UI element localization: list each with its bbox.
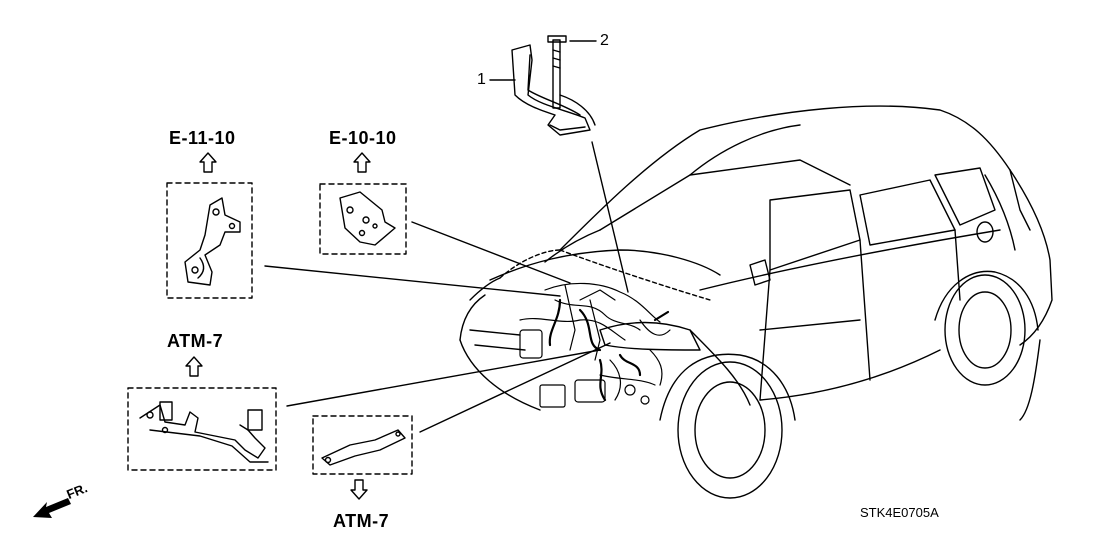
inset-box-atm-7-bottom (312, 415, 413, 475)
inset-box-e-11-10 (166, 182, 253, 299)
callout-part-1: 1 (477, 71, 486, 88)
arrow-down-atm-7-bottom (350, 479, 368, 500)
vehicle-illustration (459, 105, 1053, 499)
front-arrow-icon (33, 498, 71, 518)
leader-atm-7-left (286, 349, 601, 407)
reference-atm-7-bottom[interactable]: ATM-7 (333, 511, 390, 531)
leader-e-11-10 (264, 265, 561, 297)
callout-part-2: 2 (600, 32, 609, 49)
inset-part-atm-7-left (139, 401, 269, 463)
reference-e-10-10[interactable]: E-10-10 (329, 128, 397, 148)
inset-part-atm-7-bottom (321, 429, 406, 466)
arrow-up-atm-7-left (185, 356, 203, 377)
leader-atm-7-bottom (419, 342, 611, 433)
inset-part-e-11-10 (184, 197, 241, 286)
leader-bracket-to-engine (591, 141, 629, 293)
inset-box-e-10-10 (319, 183, 407, 255)
arrow-up-e-11-10 (199, 152, 217, 173)
inset-part-e-10-10 (339, 191, 396, 246)
reference-atm-7-left[interactable]: ATM-7 (167, 331, 224, 351)
diagram-code: STK4E0705A (860, 505, 939, 520)
reference-e-11-10[interactable]: E-11-10 (169, 128, 236, 148)
engine-bay-harness (519, 282, 671, 408)
part-1-bracket (511, 35, 596, 136)
arrow-up-e-10-10 (353, 152, 371, 173)
leader-e-10-10 (411, 221, 571, 284)
inset-box-atm-7-left (127, 387, 277, 471)
